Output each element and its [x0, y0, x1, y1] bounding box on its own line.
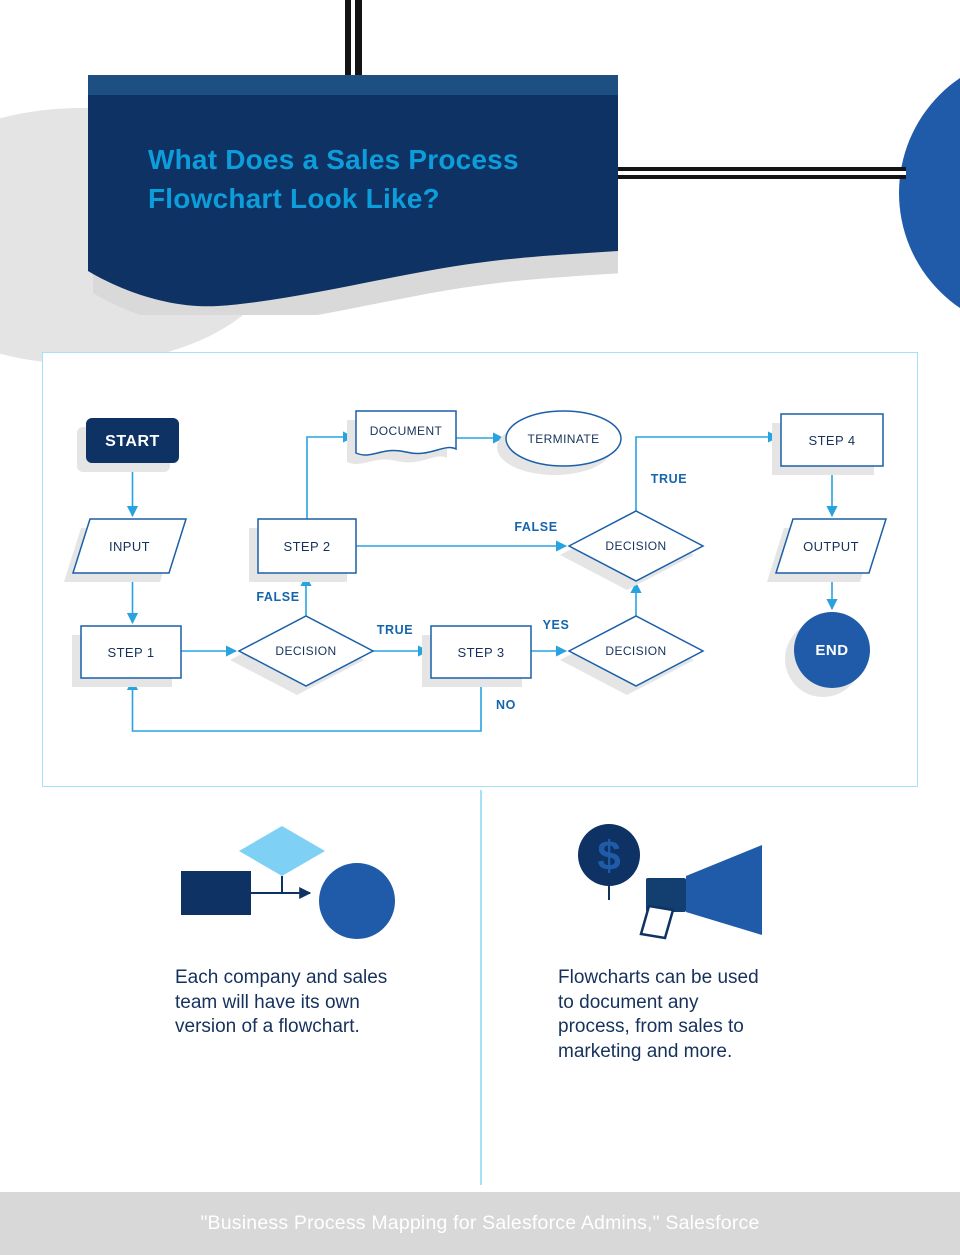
top-double-line-vertical — [345, 0, 362, 90]
mini-circle-icon — [319, 863, 395, 939]
step1-label: STEP 1 — [108, 645, 155, 660]
document-label: DOCUMENT — [370, 424, 443, 438]
footer-citation: "Business Process Mapping for Salesforce… — [200, 1212, 760, 1234]
edge-label-true-1: TRUE — [377, 623, 413, 637]
end-label: END — [815, 642, 848, 659]
connector-loop-no-back-to-step1 — [126, 678, 482, 732]
output-label: OUTPUT — [803, 539, 859, 554]
megaphone-mouthpiece-icon — [646, 878, 686, 912]
document-shape — [355, 410, 457, 456]
decision2-diamond — [567, 510, 705, 582]
end-circle — [794, 612, 870, 688]
megaphone-handle-icon — [639, 904, 675, 940]
edge-label-yes: YES — [543, 618, 570, 632]
step2-label: STEP 2 — [284, 539, 331, 554]
megaphone-horn-icon — [686, 845, 762, 935]
node-end: END — [785, 612, 870, 697]
node-step2: STEP 2 — [249, 518, 357, 582]
node-step4: STEP 4 — [772, 413, 884, 475]
terminate-label: TERMINATE — [527, 432, 599, 446]
dollar-sign-icon: $ — [597, 832, 620, 879]
node-input: INPUT — [64, 518, 188, 582]
note-right-text: Flowcharts can be used to document any p… — [558, 967, 759, 1062]
edge-label-false-1: FALSE — [256, 590, 299, 604]
banner-top-strip — [88, 75, 618, 95]
start-label: START — [105, 433, 160, 450]
connector-decision2-step4-true — [635, 431, 780, 511]
node-terminate: TERMINATE — [497, 410, 622, 475]
step3-label: STEP 3 — [458, 645, 505, 660]
node-start: START — [77, 418, 179, 472]
node-output: OUTPUT — [767, 518, 888, 582]
decision2-label: DECISION — [605, 539, 666, 553]
decision1-label: DECISION — [275, 644, 336, 658]
input-label: INPUT — [109, 539, 150, 554]
background-blue-circle — [899, 54, 960, 332]
header-banner — [88, 75, 618, 315]
money-megaphone-illustration: $ — [578, 824, 762, 940]
coin-icon — [578, 824, 640, 886]
note-left-text: Each company and sales team will have it… — [175, 967, 388, 1037]
input-parallelogram — [71, 518, 188, 574]
mini-rect-icon — [181, 871, 251, 915]
decision3-diamond — [567, 615, 705, 687]
node-document: DOCUMENT — [347, 410, 457, 465]
node-decision2: DECISION — [560, 510, 705, 590]
page-title-line2: Flowchart Look Like? — [148, 183, 440, 214]
decision1-diamond — [237, 615, 375, 687]
step4-label: STEP 4 — [809, 433, 856, 448]
step3-rect — [430, 625, 532, 679]
decision3-label: DECISION — [605, 644, 666, 658]
right-double-line-horizontal — [612, 167, 906, 179]
banner-navy-wave — [88, 75, 618, 307]
mini-diamond-icon — [239, 826, 325, 876]
terminate-ellipse — [505, 410, 622, 467]
step2-rect — [257, 518, 357, 574]
node-step1: STEP 1 — [72, 625, 182, 687]
step4-rect — [780, 413, 884, 467]
page-title-line1: What Does a Sales Process — [148, 144, 519, 175]
page-title: What Does a Sales Process Flowchart Look… — [148, 140, 519, 218]
node-step3: STEP 3 — [422, 625, 532, 687]
node-decision3: DECISION — [560, 615, 705, 695]
flowchart-panel: FALSE TRUE FALSE TRUE YES NO START INPUT — [42, 352, 918, 787]
node-decision1: DECISION — [230, 615, 375, 695]
start-shape — [86, 418, 179, 463]
edge-label-false-2: FALSE — [514, 520, 557, 534]
edge-label-no: NO — [496, 698, 516, 712]
connector-step2-document — [306, 431, 355, 519]
flowchart-diagram: FALSE TRUE FALSE TRUE YES NO START INPUT — [64, 410, 888, 732]
edge-label-true-2: TRUE — [651, 472, 687, 486]
mini-flowchart-illustration — [181, 826, 395, 939]
output-parallelogram — [774, 518, 888, 574]
footer-bar: "Business Process Mapping for Salesforce… — [0, 1192, 960, 1255]
column-divider — [480, 790, 482, 1185]
edge-labels: FALSE TRUE FALSE TRUE YES NO — [256, 472, 687, 712]
step1-rect — [80, 625, 182, 679]
